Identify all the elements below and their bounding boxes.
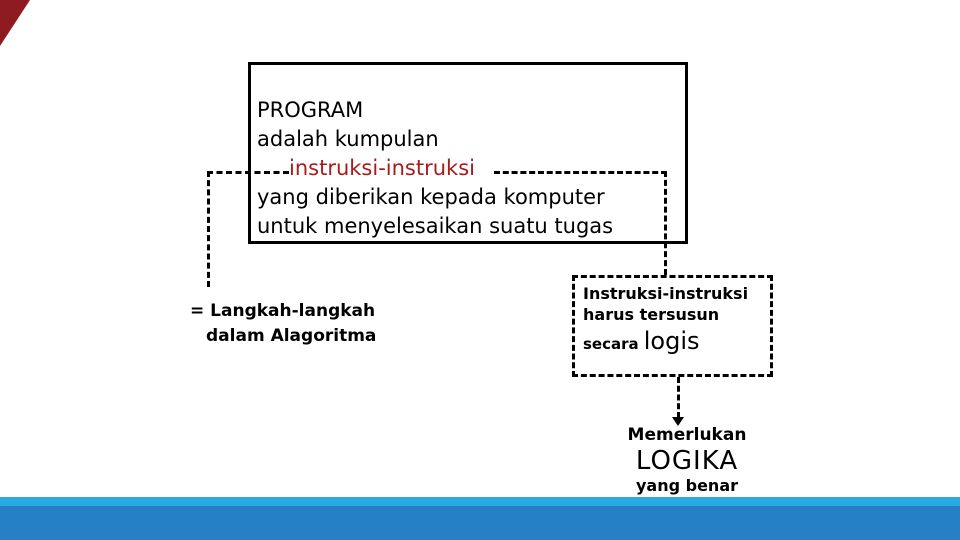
logic-box-secara: secara [583, 335, 639, 353]
logic-box-logis: logis [643, 327, 700, 355]
arrow-down-icon [672, 417, 684, 426]
logic-box-line1: Instruksi-instruksi [583, 284, 749, 303]
program-line-yang: yang diberikan kepada komputer [257, 185, 605, 209]
bottom-bar-light [0, 497, 960, 506]
dashed-connector-arrow-vertical [677, 377, 680, 418]
instruksi-logis-box: Instruksi-instruksi harus tersusun secar… [572, 275, 773, 377]
conclusion-yang-benar: yang benar [635, 476, 739, 495]
langkah-note-line2: dalam Alagoritma [206, 326, 377, 346]
logic-box-line3: secara logis [583, 327, 770, 355]
program-line-instruksi: instruksi-instruksi [289, 156, 475, 180]
dashed-connector-right-vertical [664, 171, 667, 275]
corner-accent-triangle [0, 0, 30, 46]
dashed-connector-right-horizontal [494, 171, 667, 174]
logic-box-line2: harus tersusun [583, 305, 720, 324]
conclusion-memerlukan: Memerlukan [627, 425, 747, 445]
conclusion-logika: LOGIKA [635, 446, 739, 476]
program-title: PROGRAM [257, 98, 364, 122]
dashed-connector-left-vertical [207, 171, 210, 287]
program-line-adalah: adalah kumpulan [257, 127, 439, 151]
program-line-untuk: untuk menyelesaikan suatu tugas [257, 214, 614, 238]
langkah-note-line1: = Langkah-langkah [190, 301, 376, 321]
conclusion-block: Memerlukan LOGIKA yang benar [597, 424, 777, 496]
program-definition-text: PROGRAM adalah kumpulan instruksi-instru… [257, 96, 613, 241]
dashed-connector-left-horizontal [207, 171, 289, 174]
bottom-bar-dark [0, 506, 960, 540]
program-definition-box: PROGRAM adalah kumpulan instruksi-instru… [248, 62, 688, 244]
langkah-note: = Langkah-langkah dalam Alagoritma [190, 299, 376, 349]
